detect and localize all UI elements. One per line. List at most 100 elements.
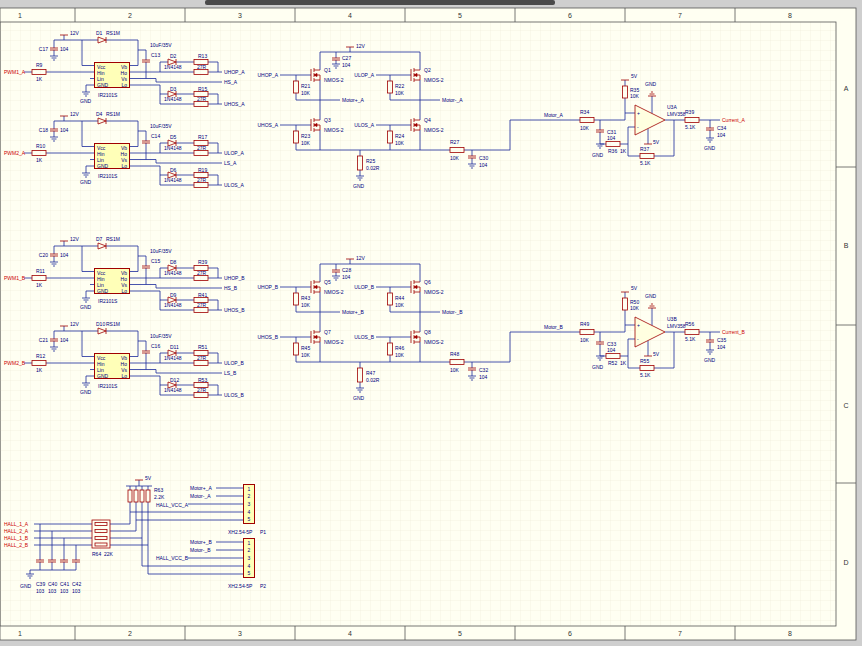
part-label: R25 (366, 159, 375, 164)
part-label: R41 (198, 293, 207, 298)
part-label: R47 (366, 371, 375, 376)
part-label: 10uF/35V (150, 43, 172, 48)
part-label: C14 (151, 134, 160, 139)
pin-name: Vs (121, 76, 127, 82)
part-label: C33 (607, 342, 616, 347)
part-label: 104 (717, 133, 725, 138)
part-label: 10K (395, 141, 404, 146)
part-label: GND (645, 82, 656, 87)
part-label: NMOS-2 (424, 78, 443, 83)
pin-name: Ho (121, 361, 127, 367)
part-label: 103 (60, 589, 68, 594)
part-label: 27R (197, 271, 206, 276)
part-label: 27R (197, 178, 206, 183)
part-label: 5.1K (685, 125, 695, 130)
pin-name: Ho (121, 276, 127, 282)
part-label: C41 (60, 582, 69, 587)
ic-box: VccVbHinHoLinVsGNDLo (94, 62, 130, 88)
part-label: 10K (450, 156, 459, 161)
part-label: 5V (631, 286, 637, 291)
part-label: 10K (395, 91, 404, 96)
pin-name: Vb (121, 145, 127, 151)
part-label: ULOP_A (224, 151, 244, 156)
part-label: C21 (39, 338, 48, 343)
part-label: GND (80, 99, 91, 104)
port-label: HALL_1_A (4, 522, 28, 527)
port-label: HALL_2_B (4, 543, 28, 548)
ruler-mark: B (844, 242, 849, 249)
pin-name: 4 (248, 563, 251, 569)
part-label: R52 (608, 361, 617, 366)
part-label: R34 (580, 110, 589, 115)
part-label: GND (353, 184, 364, 189)
ruler-mark: C (843, 402, 848, 409)
part-label: 104 (479, 375, 487, 380)
part-label: C31 (607, 130, 616, 135)
part-label: D5 (170, 135, 176, 140)
part-label: R48 (450, 352, 459, 357)
part-label: R36 (608, 149, 617, 154)
port-label: PWM2_B (4, 361, 25, 366)
part-label: 104 (342, 275, 350, 280)
part-label: R21 (301, 84, 310, 89)
part-label: 10K (395, 353, 404, 358)
part-label: 104 (60, 47, 68, 52)
pin-name: Vb (121, 355, 127, 361)
pin-name: 3 (248, 555, 251, 561)
pin-name: Lo (121, 163, 127, 169)
part-label: 1K (620, 149, 626, 154)
schematic-line (95, 523, 107, 526)
part-label: 12V (356, 44, 365, 49)
driver-circuit (24, 326, 222, 398)
part-label: Motor+_A (190, 486, 212, 491)
part-label: GND (80, 305, 91, 310)
part-label: 1N4148 (164, 65, 182, 70)
part-label: R39 (198, 260, 207, 265)
part-label: 104 (60, 128, 68, 133)
part-label: C18 (39, 128, 48, 133)
part-label: 27R (197, 97, 206, 102)
part-label: + (637, 111, 640, 116)
pin-name: 3 (248, 501, 251, 507)
part-label: 10K (630, 306, 639, 311)
ruler-mark: 4 (348, 12, 352, 19)
part-label: 10K (630, 94, 639, 99)
driver-circuit (24, 35, 222, 107)
pin-name: Lin (97, 76, 108, 82)
part-label: Q5 (324, 280, 331, 285)
port-label: HALL_1_B (4, 536, 28, 541)
port-label: PWM2_A (4, 151, 25, 156)
part-label: ULOS_A (224, 183, 244, 188)
part-label: 1N4148 (164, 178, 182, 183)
part-label: LS_A (224, 161, 236, 166)
part-label: D11 (170, 345, 179, 350)
pin-name: Lin (97, 367, 108, 373)
pin-name: Lo (121, 288, 127, 294)
port-label: PWM1_B (4, 276, 25, 281)
ruler-mark: 7 (678, 12, 682, 19)
part-label: 5V (145, 476, 151, 481)
ruler-mark: 8 (788, 630, 792, 637)
part-label: 1N4148 (164, 388, 182, 393)
ruler-mark: 7 (678, 630, 682, 637)
port-label: Current_B (722, 330, 745, 335)
part-label: GND (353, 396, 364, 401)
part-label: 5.1K (685, 337, 695, 342)
part-label: Q3 (324, 118, 331, 123)
part-label: 1K (620, 361, 626, 366)
ruler-mark: 1 (18, 12, 22, 19)
schematic-line (36, 480, 143, 562)
part-label: 12V (70, 112, 79, 117)
ruler-mark: 3 (238, 12, 242, 19)
h-bridge (280, 259, 540, 392)
part-label: 27R (197, 65, 206, 70)
pin-name: 2 (248, 547, 251, 553)
part-label: UHOP_B (257, 285, 278, 290)
part-label: Q2 (424, 68, 431, 73)
schematic-line (128, 490, 132, 502)
part-label: 10uF/35V (150, 334, 172, 339)
part-label: D3 (170, 87, 176, 92)
part-label: R22 (395, 84, 404, 89)
